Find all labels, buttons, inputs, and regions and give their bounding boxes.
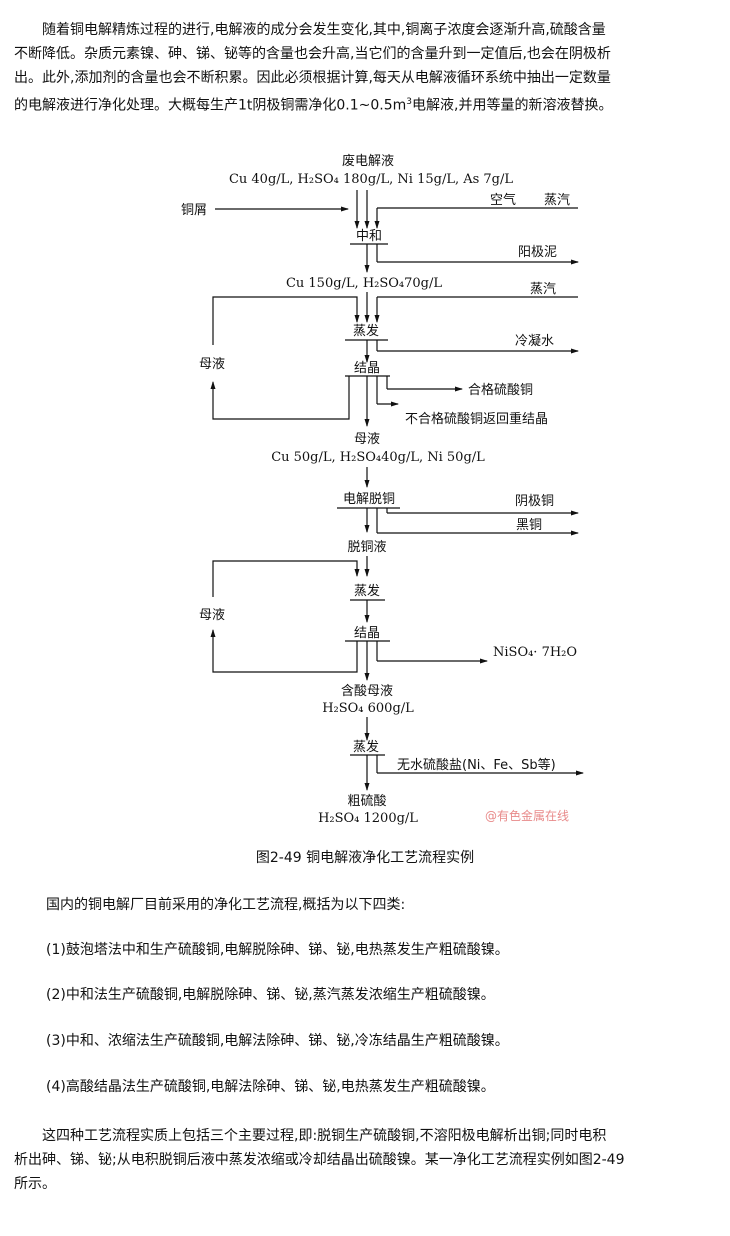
loop-mother-return-1 <box>210 376 350 420</box>
label-composition-4: H₂SO₄ 600g/L <box>322 701 414 716</box>
loop-mother-to-evap2 <box>212 560 360 597</box>
intro-line-3: 出。此外,添加剂的含量也会不断积累。因此必须根据计算,每天从电解液循环系统中抽出… <box>14 70 611 86</box>
loop-mother-to-evap1 <box>212 296 360 345</box>
label-decopper-solution: 脱铜液 <box>347 540 386 555</box>
label-steam-2: 蒸汽 <box>530 282 556 297</box>
intro-line-1: 随着铜电解精炼过程的进行,电解液的成分会发生变化,其中,铜离子浓度会逐渐升高,硫… <box>42 22 606 38</box>
label-neutralize: 中和 <box>356 229 382 244</box>
list-item: (2)中和法生产硫酸铜,电解脱除砷、锑、铋,蒸汽蒸发浓缩生产粗硫酸镍。 <box>46 987 495 1003</box>
closing-paragraph: 这四种工艺流程实质上包括三个主要过程,即:脱铜生产硫酸铜,不溶阳极电解析出铜;同… <box>14 1124 718 1196</box>
label-feed-composition: Cu 40g/L, H₂SO₄ 180g/L, Ni 15g/L, As 7g/… <box>229 172 513 187</box>
loop-mother-return-2 <box>210 629 358 673</box>
label-condensate: 冷凝水 <box>515 333 554 349</box>
label-feed-title: 废电解液 <box>342 153 394 169</box>
watermark: @有色金属在线 <box>485 808 569 823</box>
intro-line-4: 的电解液进行净化处理。大概每生产1t阴极铜需净化0.1~0.5m <box>14 97 407 114</box>
label-cathode-copper: 阴极铜 <box>515 494 554 509</box>
label-composition-3: Cu 50g/L, H₂SO₄40g/L, Ni 50g/L <box>271 450 485 465</box>
label-mother-liquor-2: 母液 <box>199 608 225 623</box>
label-qualified-cuso4: 合格硫酸铜 <box>468 382 533 398</box>
label-evaporate-2: 蒸发 <box>354 583 380 599</box>
label-crystallize-1: 结晶 <box>354 361 380 376</box>
label-composition-2: Cu 150g/L, H₂SO₄70g/L <box>286 276 442 291</box>
label-crude-sulfuric-acid: 粗硫酸 <box>347 794 386 809</box>
label-copper-scrap: 铜屑 <box>181 203 207 218</box>
label-steam-1: 蒸汽 <box>544 193 570 208</box>
label-unqualified-cuso4: 不合格硫酸铜返回重结晶 <box>405 411 548 427</box>
label-anode-slime: 阳极泥 <box>518 245 557 260</box>
label-anhydrous-sulfates: 无水硫酸盐(Ni、Fe、Sb等) <box>397 757 556 773</box>
label-mother-liquor: 母液 <box>354 432 380 447</box>
label-evaporate-3: 蒸发 <box>353 739 379 755</box>
figure-caption: 图2-49 铜电解液净化工艺流程实例 <box>255 850 475 866</box>
list-item: (3)中和、浓缩法生产硫酸铜,电解法除砷、锑、铋,冷冻结晶生产粗硫酸镍。 <box>46 1033 509 1049</box>
list-item: (1)鼓泡塔法中和生产硫酸铜,电解脱除砷、锑、铋,电热蒸发生产粗硫酸镍。 <box>46 942 509 958</box>
label-crystallize-2: 结晶 <box>354 626 380 641</box>
list-item: (4)高酸结晶法生产硫酸铜,电解法除砷、锑、铋,电热蒸发生产粗硫酸镍。 <box>46 1079 495 1095</box>
label-composition-5: H₂SO₄ 1200g/L <box>318 811 418 826</box>
closing-line-3: 所示。 <box>14 1176 56 1192</box>
label-mother-liquor-1: 母液 <box>199 357 225 372</box>
closing-line-2: 析出砷、锑、铋;从电积脱铜后液中蒸发浓缩或冷却结晶出硫酸镍。某一净化工艺流程实例… <box>14 1152 625 1168</box>
closing-line-1: 这四种工艺流程实质上包括三个主要过程,即:脱铜生产硫酸铜,不溶阳极电解析出铜;同… <box>42 1128 607 1144</box>
label-evaporate-1: 蒸发 <box>353 323 379 339</box>
label-nickel-sulfate: NiSO₄· 7H₂O <box>493 645 577 660</box>
label-acid-mother-liquor: 含酸母液 <box>341 683 393 699</box>
intro-line-2: 不断降低。杂质元素镍、砷、锑、铋等的含量也会升高,当它们的含量升到一定值后,也会… <box>14 46 611 62</box>
label-air: 空气 <box>490 192 516 208</box>
label-black-copper: 黑铜 <box>516 518 542 533</box>
process-flow-diagram: 废电解液 Cu 40g/L, H₂SO₄ 180g/L, Ni 15g/L, A… <box>181 153 584 826</box>
label-electrolytic-decopper: 电解脱铜 <box>343 492 395 507</box>
intro-paragraph: 随着铜电解精炼过程的进行,电解液的成分会发生变化,其中,铜离子浓度会逐渐升高,硫… <box>14 18 718 118</box>
intro-line-4-end: 电解液,并用等量的新溶液替换。 <box>412 97 613 114</box>
lead-sentence: 国内的铜电解厂目前采用的净化工艺流程,概括为以下四类: <box>46 897 406 913</box>
superscript-3: 3 <box>406 97 413 107</box>
